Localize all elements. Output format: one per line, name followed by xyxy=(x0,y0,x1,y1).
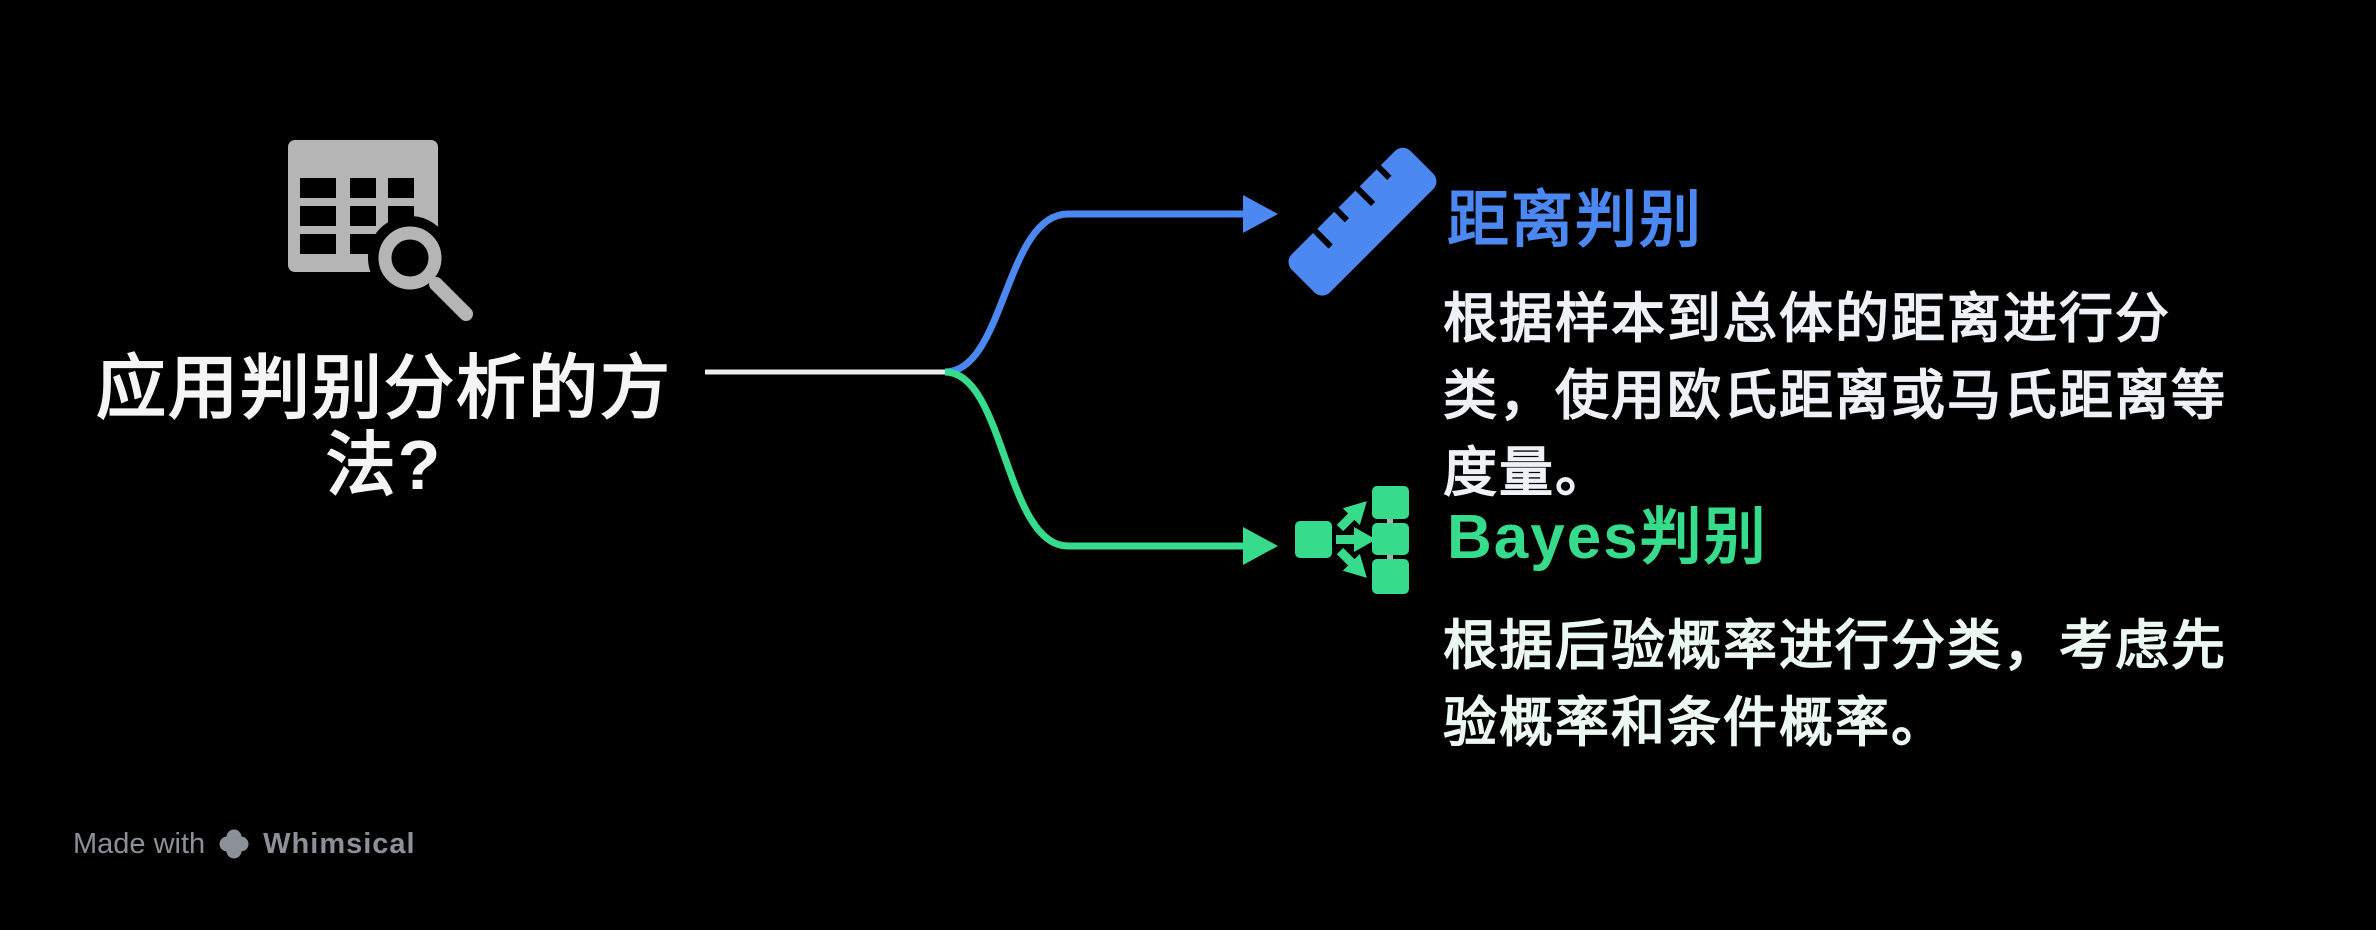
arrow-right-icon xyxy=(1243,527,1278,565)
branch-curve-bayes xyxy=(944,368,1278,565)
watermark-made-with: Made with xyxy=(73,827,206,860)
branch-label-bayes: Bayes判别 xyxy=(1447,503,1768,572)
table-search-icon xyxy=(288,140,485,333)
branch-description-bayes: 根据后验概率进行分类，考虑先 验概率和条件概率。 xyxy=(1443,616,2227,753)
branch-curve-distance xyxy=(944,195,1278,376)
branch-label-distance: 距离判别 xyxy=(1447,186,1704,255)
distribute-icon xyxy=(1295,486,1409,594)
branch-description-distance: 根据样本到总体的距离进行分 类，使用欧氏距离或马氏距离等 度量。 xyxy=(1443,289,2227,503)
watermark: Made with Whimsical xyxy=(73,824,416,864)
root-node-question: 应用判别分析的方 法? xyxy=(96,349,672,504)
watermark-brand: Whimsical xyxy=(263,827,416,860)
ruler-icon xyxy=(1288,147,1437,296)
whimsical-logo-icon xyxy=(219,829,249,859)
arrow-right-icon xyxy=(1243,195,1278,233)
